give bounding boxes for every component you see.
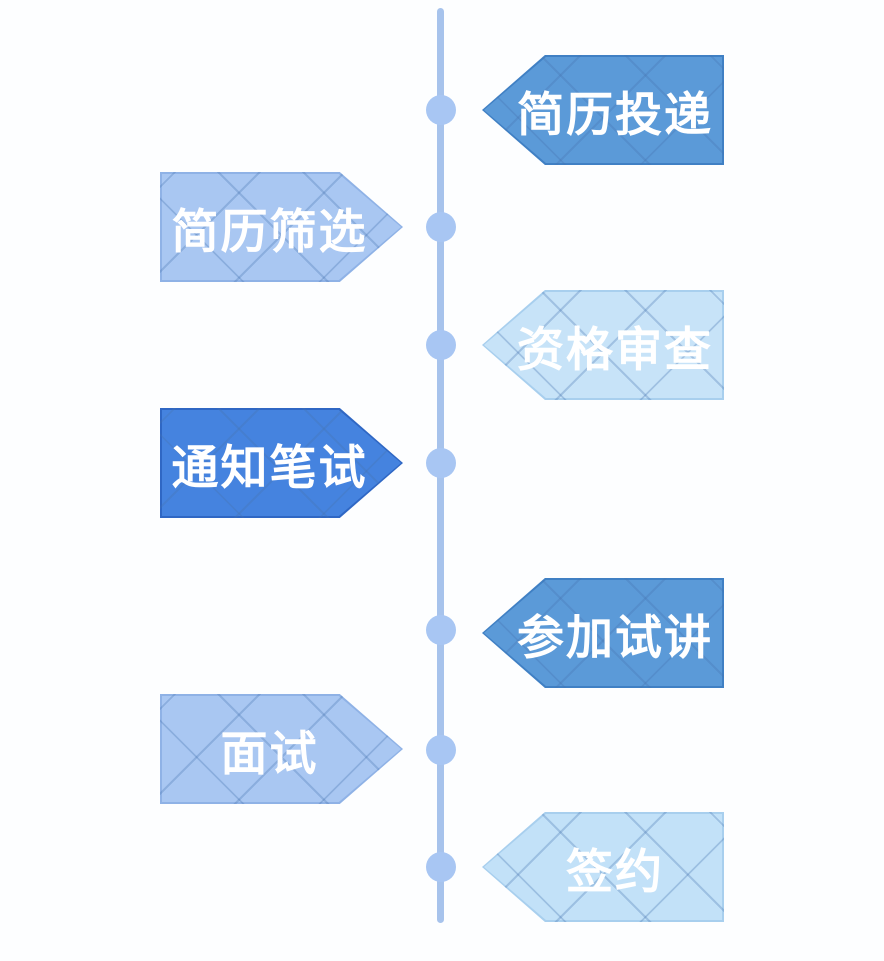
step-label: 签约 bbox=[566, 844, 664, 900]
step-label: 资格审查 bbox=[517, 322, 713, 378]
step-banner-qualification-review: 资格审查 bbox=[482, 290, 724, 400]
step-banner-contract-signing: 签约 bbox=[482, 812, 724, 922]
step-label: 参加试讲 bbox=[517, 610, 713, 666]
step-banner-trial-lecture: 参加试讲 bbox=[482, 578, 724, 688]
step-banner-resume-screening: 简历筛选 bbox=[160, 172, 403, 282]
timeline-node bbox=[426, 735, 456, 765]
timeline-node bbox=[426, 212, 456, 242]
step-label: 通知笔试 bbox=[171, 440, 368, 496]
timeline-node bbox=[426, 95, 456, 125]
step-label: 简历投递 bbox=[517, 87, 713, 143]
step-label: 简历筛选 bbox=[171, 204, 368, 260]
step-banner-resume-submission: 简历投递 bbox=[482, 55, 724, 165]
timeline-node bbox=[426, 448, 456, 478]
step-banner-written-test-notice: 通知笔试 bbox=[160, 408, 403, 518]
timeline-node bbox=[426, 852, 456, 882]
timeline-node bbox=[426, 330, 456, 360]
step-label: 面试 bbox=[220, 726, 319, 782]
step-banner-interview: 面试 bbox=[160, 694, 403, 804]
timeline-node bbox=[426, 615, 456, 645]
